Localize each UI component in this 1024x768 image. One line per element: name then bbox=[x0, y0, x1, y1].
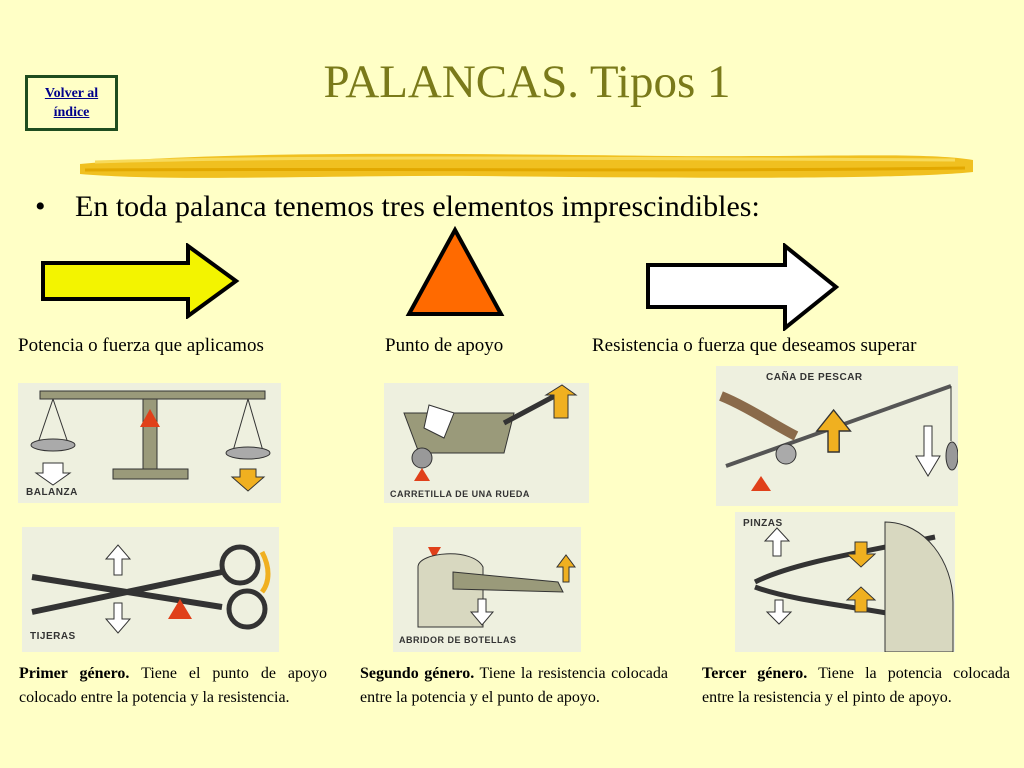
back-to-index-button[interactable]: Volver al índice bbox=[25, 75, 118, 131]
fishing-rod-icon bbox=[719, 384, 959, 491]
tijeras-label: TIJERAS bbox=[30, 631, 76, 642]
wheelbarrow-icon bbox=[403, 384, 578, 481]
page-title: PALANCAS. Tipos 1 bbox=[323, 56, 731, 108]
cana-illustration: CAÑA DE PESCAR bbox=[716, 366, 959, 506]
balanza-label: BALANZA bbox=[26, 487, 78, 498]
bullet-marker: • bbox=[35, 190, 46, 223]
pinzas-illustration: PINZAS bbox=[735, 512, 955, 653]
yellow-arrow-icon bbox=[41, 243, 240, 319]
genre-3-text: Tiene la potencia colocada entre la resi… bbox=[702, 665, 1010, 706]
cana-label: CAÑA DE PESCAR bbox=[766, 372, 863, 383]
carretilla-illustration: CARRETILLA DE UNA RUEDA bbox=[384, 383, 589, 503]
genre-3-description: Tercer género. Tiene la potencia colocad… bbox=[702, 662, 1010, 710]
back-link-line1: Volver al bbox=[44, 86, 99, 101]
white-arrow-icon bbox=[646, 243, 840, 331]
carretilla-label: CARRETILLA DE UNA RUEDA bbox=[390, 489, 530, 499]
element-label-potencia: Potencia o fuerza que aplicamos bbox=[18, 335, 264, 356]
genre-2-text: Tiene la resistencia colocada entre la p… bbox=[360, 665, 668, 706]
abridor-illustration: ABRIDOR DE BOTELLAS bbox=[393, 527, 581, 652]
scissors-icon bbox=[31, 544, 271, 634]
tweezers-icon bbox=[753, 521, 954, 653]
bullet-text: En toda palanca tenemos tres elementos i… bbox=[75, 190, 760, 223]
genre-3-name: Tercer género. bbox=[702, 665, 808, 682]
balanza-illustration: BALANZA bbox=[18, 383, 281, 503]
tijeras-illustration: TIJERAS bbox=[22, 527, 279, 652]
abridor-label: ABRIDOR DE BOTELLAS bbox=[399, 635, 517, 645]
element-label-resistencia: Resistencia o fuerza que deseamos supera… bbox=[592, 335, 917, 356]
genre-1-name: Primer género. bbox=[19, 665, 130, 682]
genre-1-text: Tiene el punto de apoyo colocado entre l… bbox=[19, 665, 327, 706]
bottle-opener-icon bbox=[417, 547, 576, 628]
orange-triangle-icon bbox=[405, 226, 505, 316]
genre-1-description: Primer género. Tiene el punto de apoyo c… bbox=[19, 662, 327, 710]
genre-2-name: Segundo género. bbox=[360, 665, 475, 682]
back-to-index-link[interactable]: Volver al índice bbox=[32, 84, 112, 122]
element-label-apoyo: Punto de apoyo bbox=[385, 335, 504, 356]
pinzas-label: PINZAS bbox=[743, 518, 783, 529]
back-link-line2: índice bbox=[53, 105, 90, 120]
genre-2-description: Segundo género. Tiene la resistencia col… bbox=[360, 662, 668, 710]
decorative-brush-stroke bbox=[80, 153, 973, 178]
balance-scale-icon bbox=[30, 390, 271, 492]
